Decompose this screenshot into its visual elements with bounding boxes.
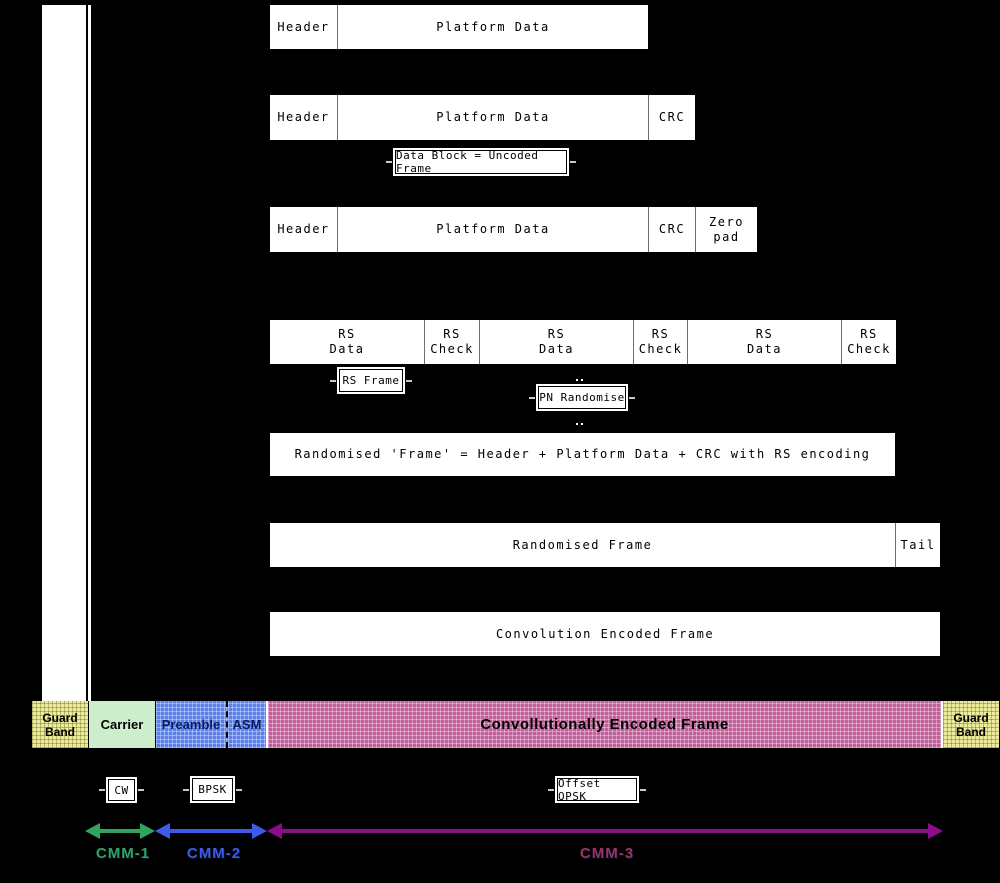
- rs-label: RS: [443, 327, 461, 341]
- tail-cell: Tail: [895, 523, 940, 567]
- arrowhead-right-icon: [928, 823, 943, 839]
- rs-sublabel: Check: [638, 342, 683, 356]
- header-cell: Header: [277, 110, 330, 124]
- zero-padded-row: Header Platform Data CRC Zero pad: [270, 207, 757, 252]
- arrowhead-left-icon: [155, 823, 170, 839]
- crc-cell: CRC: [648, 207, 695, 252]
- platform-data-cell: Platform Data: [337, 95, 648, 140]
- dotted-connector: [576, 379, 578, 381]
- offset-qpsk-callout: Offset QPSK: [548, 777, 646, 803]
- asm-segment: ASM: [226, 701, 266, 748]
- rs-label: RS: [860, 327, 878, 341]
- preamble-segment: Preamble: [155, 701, 226, 748]
- header-cell: Header: [277, 19, 330, 34]
- pn-randomise-callout: PN Randomise: [529, 386, 635, 409]
- arrow-shaft: [100, 829, 140, 833]
- cmm3-arrow: [267, 823, 943, 839]
- arrowhead-right-icon: [140, 823, 155, 839]
- header-cell: Header: [277, 222, 330, 236]
- rs-label: RS: [651, 327, 670, 341]
- dotted-connector: [576, 423, 578, 425]
- randomised-tail-row: Randomised Frame Tail: [270, 523, 940, 567]
- randomised-eq-cell: Randomised 'Frame' = Header + Platform D…: [294, 447, 871, 461]
- rs-encoded-row: RS Data RS Check RS Data RS Check RS Dat…: [270, 320, 896, 364]
- rs-sublabel: Check: [430, 342, 474, 356]
- guard-band-left-segment: Guard Band: [32, 701, 88, 748]
- encoded-frame-segment: Convollutionally Encoded Frame: [266, 701, 941, 748]
- rs-check-cell: RS Check: [841, 320, 896, 364]
- randomised-eq-row: Randomised 'Frame' = Header + Platform D…: [270, 433, 895, 476]
- arrow-shaft: [170, 829, 252, 833]
- channel-bar: Guard Band Carrier Preamble ASM Convollu…: [32, 701, 999, 748]
- cmm3-label: CMM-3: [579, 845, 635, 862]
- data-block-callout: Data Block = Uncoded Frame: [386, 149, 576, 175]
- rs-sublabel: Data: [329, 342, 365, 356]
- cw-callout: CW: [99, 779, 144, 801]
- rs-sublabel: Check: [847, 342, 891, 356]
- cmm2-label: CMM-2: [186, 845, 242, 862]
- carrier-segment: Carrier: [88, 701, 155, 748]
- rs-check-cell: RS Check: [633, 320, 687, 364]
- cmm2-arrow: [155, 823, 267, 839]
- arrow-shaft: [282, 829, 928, 833]
- rs-data-cell: RS Data: [479, 320, 633, 364]
- rs-frame-callout: RS Frame: [330, 369, 412, 392]
- rs-label: RS: [755, 327, 774, 341]
- randomised-frame-cell: Randomised Frame: [512, 537, 653, 552]
- convolution-row: Convolution Encoded Frame: [270, 612, 940, 656]
- rs-label: RS: [547, 327, 566, 341]
- cmm1-arrow: [85, 823, 155, 839]
- guard-band-right-segment: Guard Band: [941, 701, 999, 748]
- rs-check-cell: RS Check: [424, 320, 479, 364]
- platform-data-cell: Platform Data: [337, 207, 648, 252]
- rs-label: RS: [338, 327, 356, 341]
- uncoded-data-row: Header Platform Data: [270, 5, 648, 49]
- arrowhead-left-icon: [267, 823, 282, 839]
- convolution-cell: Convolution Encoded Frame: [495, 626, 715, 641]
- rs-data-cell: RS Data: [687, 320, 841, 364]
- crc-cell: CRC: [648, 95, 695, 140]
- bpsk-callout: BPSK: [183, 778, 242, 801]
- guard-band-column: [42, 5, 91, 701]
- zero-pad-cell: Zero pad: [695, 207, 757, 252]
- crc-data-row: Header Platform Data CRC: [270, 95, 695, 140]
- cmm1-label: CMM-1: [95, 845, 151, 862]
- platform-data-cell: Platform Data: [337, 5, 648, 49]
- rs-sublabel: Data: [539, 342, 574, 356]
- arrowhead-left-icon: [85, 823, 100, 839]
- rs-data-cell: RS Data: [270, 320, 424, 364]
- arrowhead-right-icon: [252, 823, 267, 839]
- rs-sublabel: Data: [747, 342, 782, 356]
